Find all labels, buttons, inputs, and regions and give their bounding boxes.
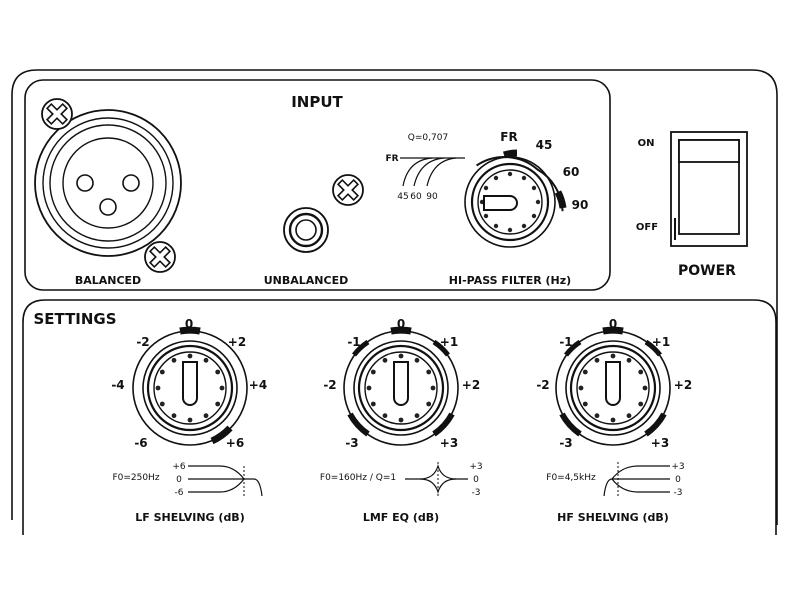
lf-curve-label: F0=250Hz (112, 473, 159, 483)
lmf-eq-label: LMF EQ (dB) (363, 511, 439, 524)
screw-icon (331, 173, 365, 207)
hipass-curve-freq-60: 60 (410, 192, 422, 202)
hipass-mark-fr: FR (500, 130, 517, 144)
settings-section-frame (22, 299, 777, 535)
settings-title: SETTINGS (33, 310, 116, 328)
hf-shelving-knob[interactable] (554, 326, 672, 447)
lf-mark-plus4: +4 (249, 378, 267, 392)
lf-shelving-label: LF SHELVING (dB) (135, 511, 244, 524)
input-section-frame (24, 79, 611, 291)
hipass-curve-freq-90: 90 (426, 192, 438, 202)
lf-mark-minus2: -2 (136, 335, 149, 349)
lf-curve-val-minus: -6 (175, 488, 184, 498)
hf-curve-label: F0=4,5kHz (546, 473, 596, 483)
jack-unbalanced-connector[interactable] (283, 207, 329, 253)
hf-mark-plus1: +1 (652, 335, 670, 349)
lmf-curve-val-zero: 0 (473, 475, 479, 485)
hipass-curve-fr-label: FR (385, 154, 398, 164)
lf-mark-minus6: -6 (134, 436, 147, 450)
hipass-mark-90: 90 (572, 198, 589, 212)
hf-curve-val-minus: -3 (674, 488, 683, 498)
xlr-balanced-connector[interactable] (34, 109, 182, 257)
unbalanced-label: UNBALANCED (264, 274, 348, 287)
lmf-eq-curve-graphic: F0=160Hz / Q=1 +3 0 -3 (320, 462, 483, 498)
lf-curve-val-zero: 0 (176, 475, 182, 485)
power-switch[interactable] (670, 131, 748, 247)
lmf-mark-plus1: +1 (440, 335, 458, 349)
lf-curve-val-plus: +6 (172, 462, 186, 472)
lmf-mark-minus2: -2 (323, 378, 336, 392)
lmf-curve-val-minus: -3 (472, 488, 481, 498)
hipass-q-label: Q=0,707 (408, 133, 448, 143)
input-title: INPUT (291, 93, 343, 111)
hf-mark-minus3: -3 (559, 436, 572, 450)
hipass-filter-label: HI-PASS FILTER (Hz) (449, 274, 571, 287)
hf-mark-minus2: -2 (536, 378, 549, 392)
hipass-curve-graphic: Q=0,707 FR 45 60 90 (385, 133, 465, 202)
lf-shelving-curve-graphic: F0=250Hz +6 0 -6 (112, 462, 263, 498)
hf-curve-val-plus: +3 (671, 462, 684, 472)
hf-shelving-label: HF SHELVING (dB) (557, 511, 669, 524)
hf-mark-plus2: +2 (674, 378, 692, 392)
lmf-curve-val-plus: +3 (469, 462, 482, 472)
lf-mark-0: 0 (185, 317, 193, 331)
lf-mark-minus4: -4 (111, 378, 124, 392)
lmf-mark-minus1: -1 (347, 335, 360, 349)
power-on-label: ON (638, 138, 655, 149)
lf-mark-plus2: +2 (228, 335, 246, 349)
hipass-filter-knob[interactable] (464, 149, 567, 248)
screw-icon (143, 240, 177, 274)
lmf-mark-0: 0 (397, 317, 405, 331)
hf-mark-0: 0 (609, 317, 617, 331)
power-title: POWER (678, 263, 736, 279)
lmf-mark-minus3: -3 (345, 436, 358, 450)
lmf-mark-plus2: +2 (462, 378, 480, 392)
hipass-curve-freq-45: 45 (397, 192, 408, 202)
hf-mark-minus1: -1 (559, 335, 572, 349)
lmf-mark-plus3: +3 (440, 436, 458, 450)
lmf-eq-knob[interactable] (342, 326, 460, 447)
lf-mark-plus6: +6 (226, 436, 244, 450)
power-off-label: OFF (636, 222, 658, 233)
hipass-mark-60: 60 (563, 165, 580, 179)
lf-shelving-knob[interactable] (131, 326, 249, 447)
balanced-label: BALANCED (75, 274, 141, 287)
hf-curve-val-zero: 0 (675, 475, 681, 485)
screw-icon (40, 97, 74, 131)
lmf-curve-label: F0=160Hz / Q=1 (320, 473, 396, 483)
hf-mark-plus3: +3 (651, 436, 669, 450)
outer-panel (11, 69, 778, 525)
hf-shelving-curve-graphic: F0=4,5kHz +3 0 -3 (546, 462, 685, 498)
hipass-mark-45: 45 (536, 138, 553, 152)
